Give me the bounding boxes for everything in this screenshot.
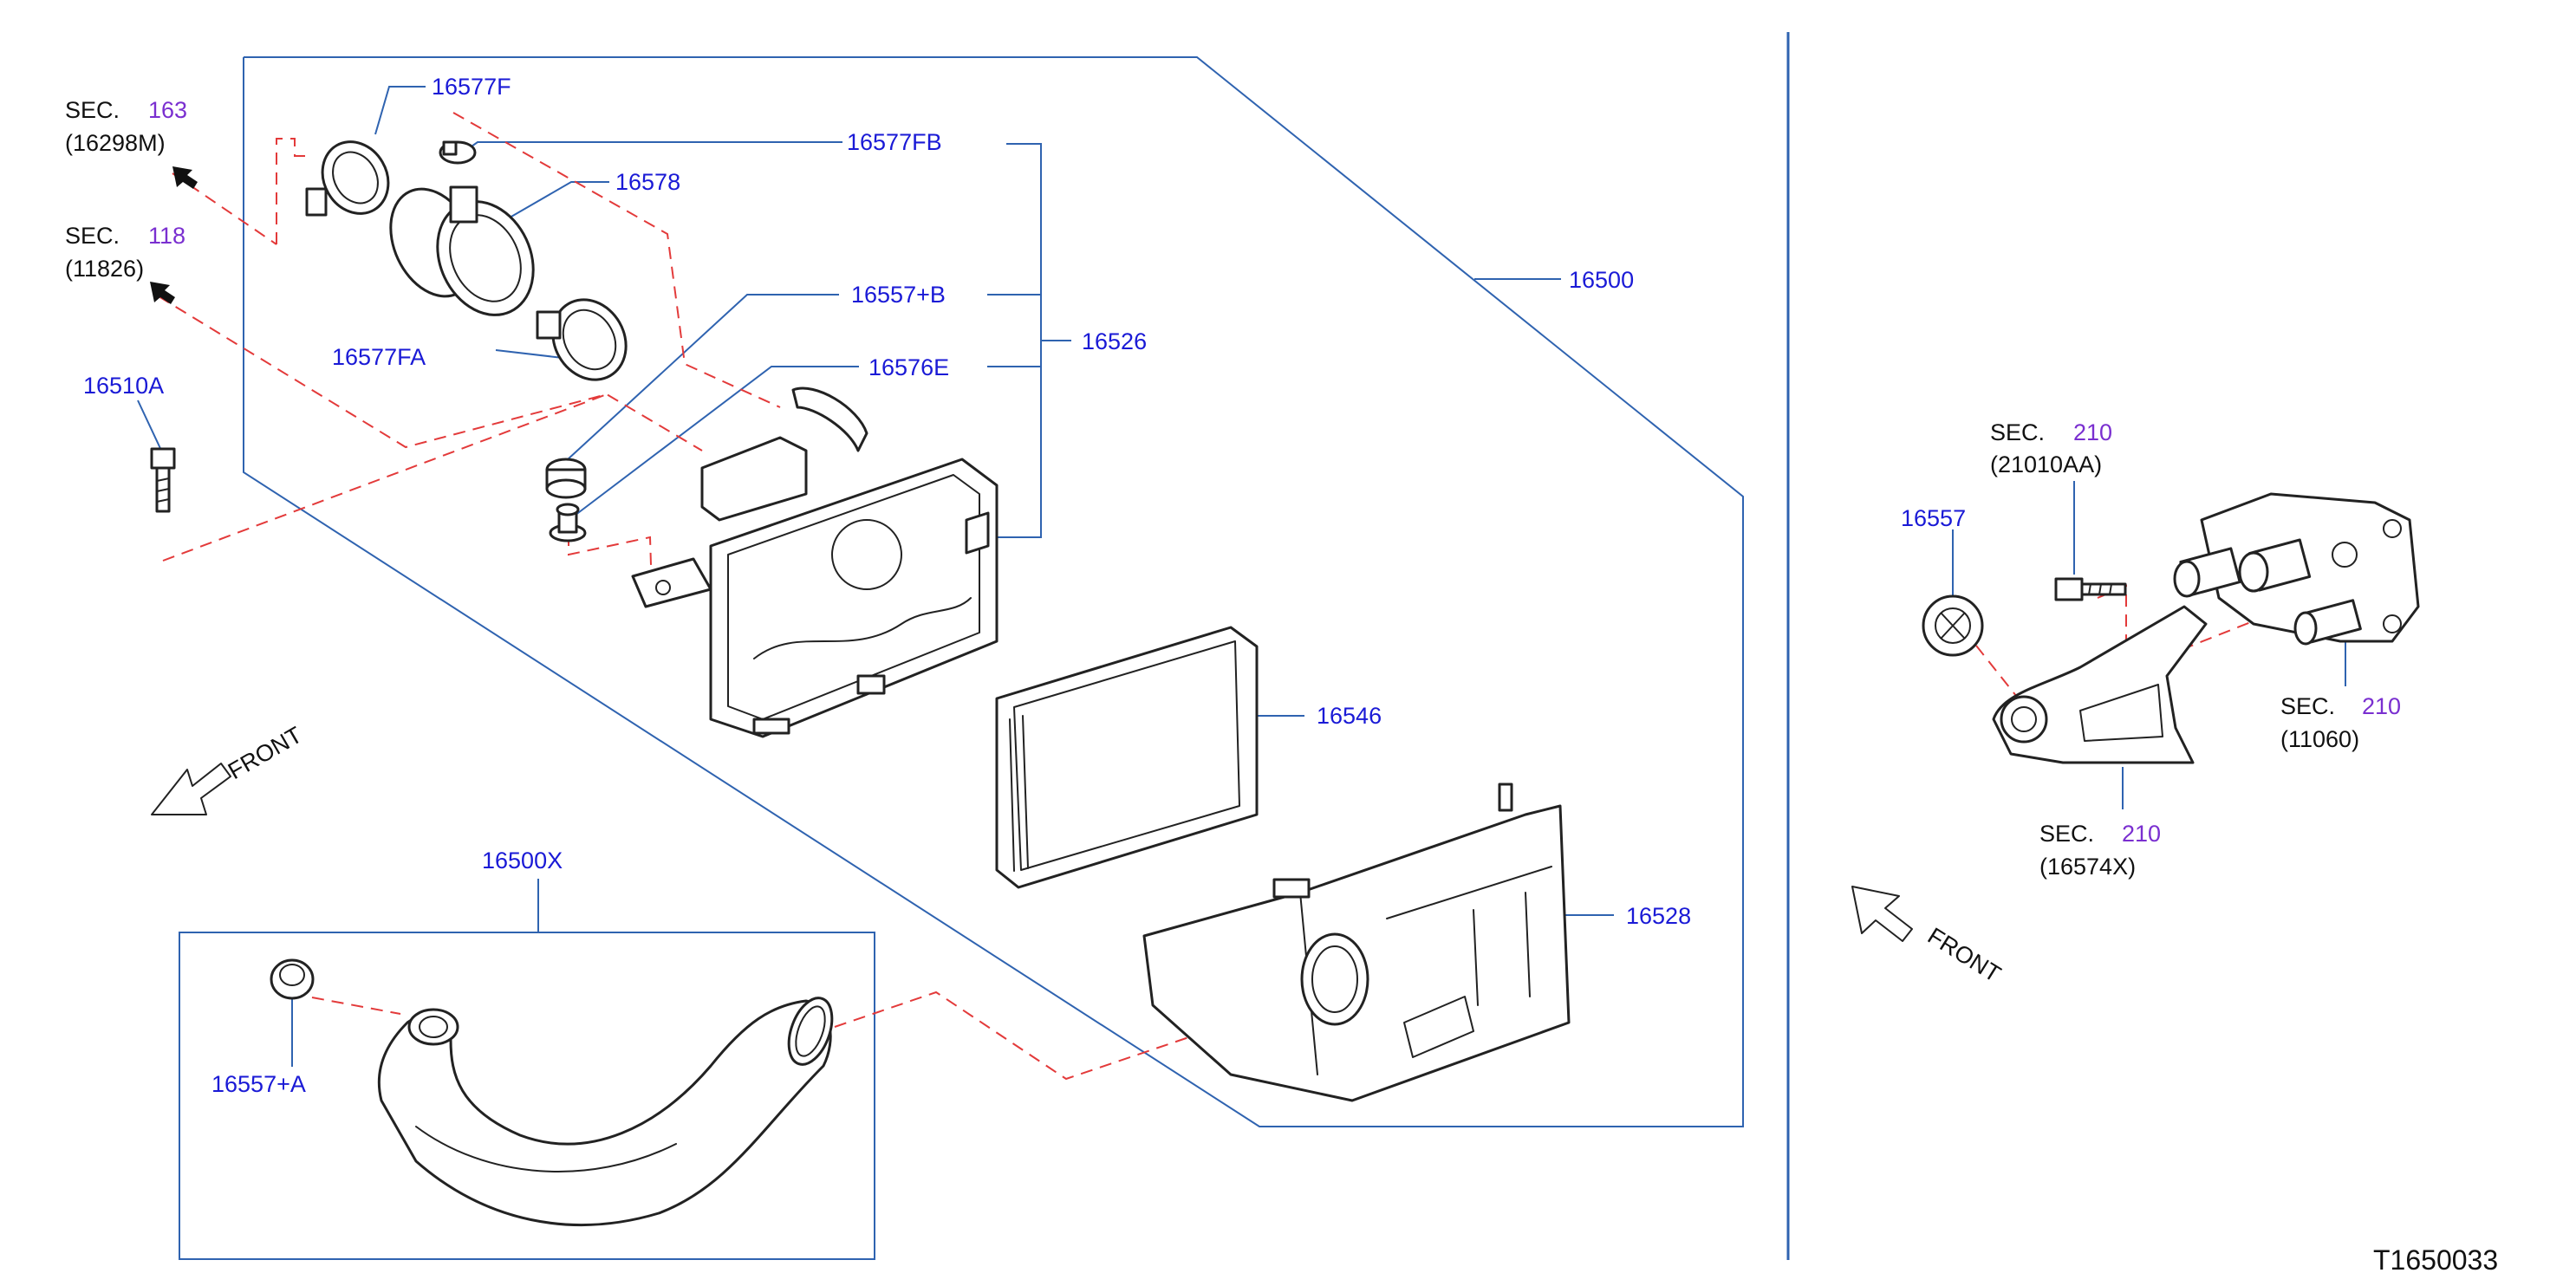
svg-text:(11060): (11060) xyxy=(2280,726,2359,752)
air-cleaner-upper-housing-16526-icon xyxy=(631,386,999,738)
svg-text:(11826): (11826) xyxy=(65,256,144,282)
intake-duct-16500X-icon xyxy=(377,997,834,1226)
svg-text:(16298M): (16298M) xyxy=(65,130,166,156)
svg-text:SEC.: SEC. xyxy=(2039,821,2094,847)
section-ref-163: SEC. 163 (16298M) xyxy=(65,97,187,156)
arrow-sec-163-icon xyxy=(172,166,198,189)
front-label-left: FRONT xyxy=(224,722,307,784)
clamp-16577F-icon xyxy=(305,140,390,217)
section-ref-118: SEC. 118 (11826) xyxy=(65,223,185,282)
assembly-16500X-outline xyxy=(179,932,875,1260)
air-cleaner-lower-housing-16528-icon xyxy=(1142,783,1571,1102)
label-16577FA: 16577FA xyxy=(332,344,426,370)
section-ref-21010AA: SEC. 210 (21010AA) xyxy=(1990,419,2112,477)
svg-text:118: 118 xyxy=(148,223,185,249)
svg-text:SEC.: SEC. xyxy=(2280,693,2335,719)
svg-text:163: 163 xyxy=(148,97,187,123)
svg-text:SEC.: SEC. xyxy=(65,97,120,123)
grommet-16576E-icon xyxy=(549,503,587,542)
label-16526: 16526 xyxy=(1082,328,1147,354)
label-16578: 16578 xyxy=(615,169,680,195)
front-label-right: FRONT xyxy=(1923,923,2006,988)
svg-text:(16574X): (16574X) xyxy=(2039,854,2136,880)
label-16557B: 16557+B xyxy=(851,282,946,308)
label-16577FB: 16577FB xyxy=(847,129,942,155)
label-16528: 16528 xyxy=(1626,903,1691,929)
svg-text:SEC.: SEC. xyxy=(1990,419,2045,445)
front-arrow-left-icon xyxy=(151,763,231,815)
grommet-16557A-icon xyxy=(270,958,315,1000)
svg-text:(21010AA): (21010AA) xyxy=(1990,451,2102,477)
label-16577F: 16577F xyxy=(432,74,511,100)
svg-text:210: 210 xyxy=(2122,821,2161,847)
label-16557: 16557 xyxy=(1901,505,1966,531)
svg-text:SEC.: SEC. xyxy=(65,223,120,249)
mass-air-flow-sensor-16578-icon xyxy=(389,185,535,316)
grommet-16557-icon xyxy=(1922,594,1984,657)
label-16576E: 16576E xyxy=(868,354,949,380)
air-filter-element-16546-icon xyxy=(995,626,1259,889)
svg-text:210: 210 xyxy=(2362,693,2401,719)
bracket-16526 xyxy=(988,143,1042,538)
section-ref-16574X: SEC. 210 (16574X) xyxy=(2039,821,2161,880)
bolt-21010AA-icon xyxy=(2054,577,2127,601)
bracket-16574X-icon xyxy=(1992,605,2208,764)
label-16500X: 16500X xyxy=(482,848,563,874)
section-ref-11060: SEC. 210 (11060) xyxy=(2280,693,2401,752)
front-arrow-right-icon xyxy=(1851,886,1913,942)
assembly-16500-outline xyxy=(243,56,1744,1127)
clamp-16577FB-icon xyxy=(439,140,477,165)
grommet-16557B-icon xyxy=(545,458,587,499)
diagram-id: T1650033 xyxy=(2373,1244,2498,1276)
arrow-sec-118-icon xyxy=(150,282,175,304)
label-16557A: 16557+A xyxy=(211,1071,306,1097)
label-16546: 16546 xyxy=(1317,703,1382,729)
label-16510A: 16510A xyxy=(83,373,164,399)
svg-text:210: 210 xyxy=(2073,419,2112,445)
bolt-16510A-icon xyxy=(150,447,176,513)
label-16500: 16500 xyxy=(1569,267,1634,293)
water-outlet-11060-icon xyxy=(2173,492,2420,646)
clamp-16577FA-icon xyxy=(536,298,628,381)
